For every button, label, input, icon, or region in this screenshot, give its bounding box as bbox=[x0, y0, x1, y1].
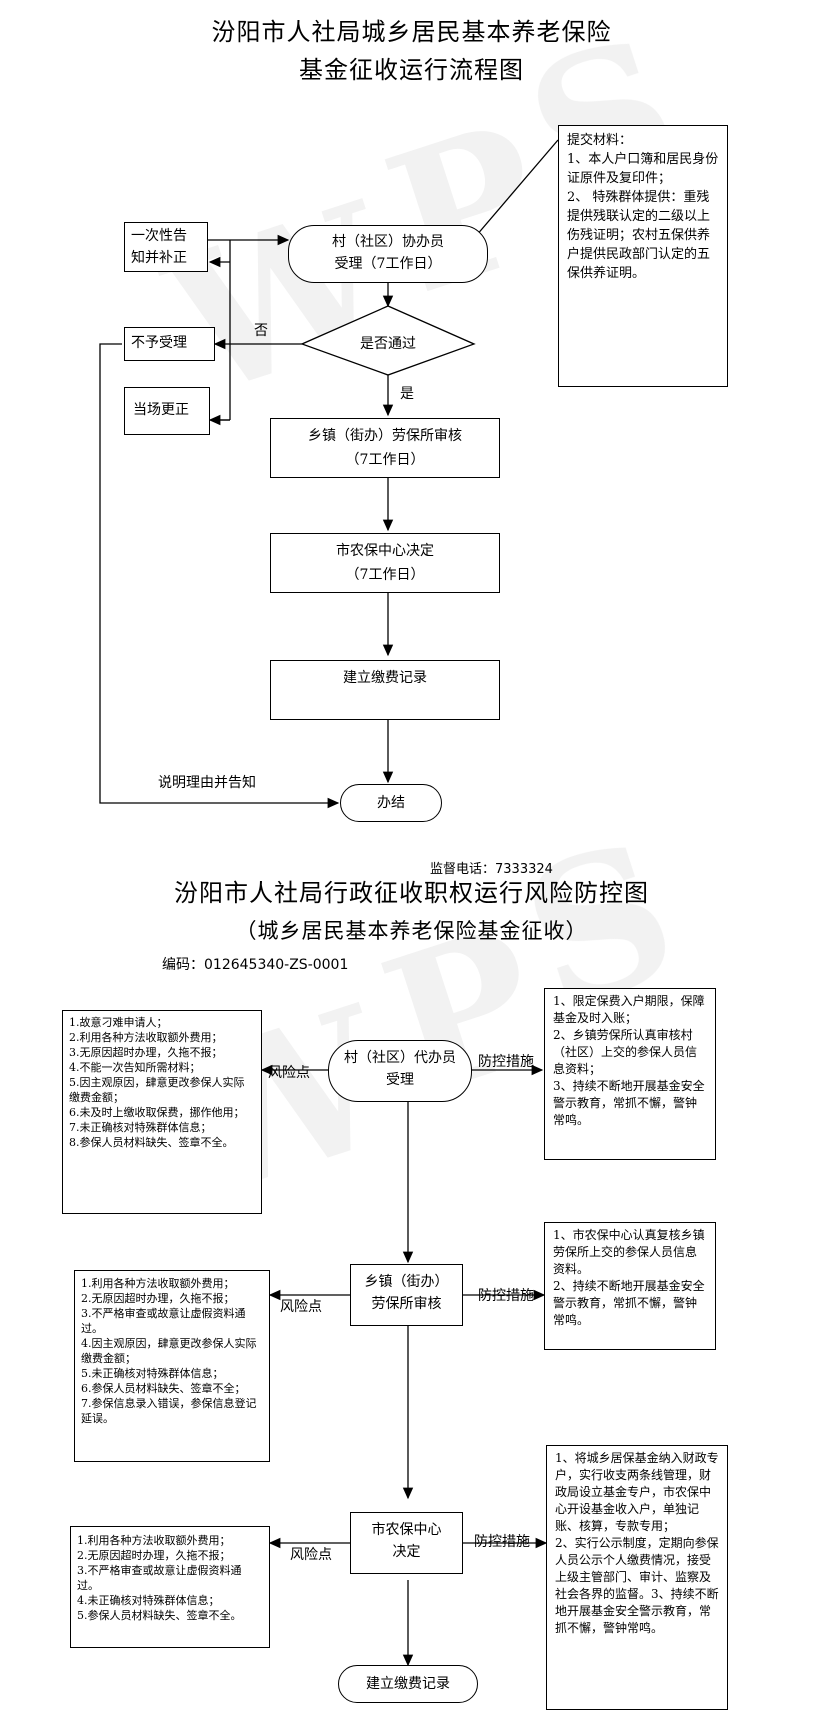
risk-label-2: 风险点 bbox=[280, 1299, 322, 1315]
risk-map-subtitle: （城乡居民基本养老保险基金征收） bbox=[235, 919, 588, 943]
risk-label-1: 风险点 bbox=[268, 1065, 310, 1081]
no-label: 否 bbox=[254, 323, 268, 339]
risk-list-3: 1.利用各种方法收取额外费用； 2.无原因超时办理，久拖不报； 3.不严格审查或… bbox=[70, 1526, 270, 1648]
control-list-2: 1、市农保中心认真复核乡镇劳保所上交的参保人员信息资料。 2、持续不断地开展基金… bbox=[544, 1222, 716, 1350]
onsite-correction-box: 当场更正 bbox=[124, 387, 210, 435]
control-label-3: 防控措施 bbox=[474, 1534, 530, 1550]
risk-map-title: 汾阳市人社局行政征收职权运行风险防控图 bbox=[174, 879, 649, 907]
city-center-risk-node: 市农保中心 决定 bbox=[350, 1512, 463, 1574]
explain-reason-label: 说明理由并告知 bbox=[158, 775, 256, 791]
township-review-risk-node: 乡镇（街办） 劳保所审核 bbox=[350, 1264, 463, 1326]
not-accepted-box: 不予受理 bbox=[124, 327, 215, 361]
city-decision-node: 市农保中心决定 （7工作日） bbox=[270, 533, 500, 593]
township-review-node: 乡镇（街办）劳保所审核 （7工作日） bbox=[270, 418, 500, 478]
payment-record-end-node: 建立缴费记录 bbox=[338, 1665, 478, 1703]
control-label-2: 防控措施 bbox=[478, 1288, 534, 1304]
village-accept-node: 村（社区）协办员 受理（7工作日） bbox=[288, 225, 488, 283]
risk-list-1: 1.故意刁难申请人； 2.利用各种方法收取额外费用； 3.无原因超时办理，久拖不… bbox=[62, 1010, 262, 1214]
decision-diamond bbox=[300, 305, 476, 376]
control-list-1: 1、限定保费入户期限，保障基金及时入账； 2、乡镇劳保所认真审核村（社区）上交的… bbox=[544, 988, 716, 1160]
flowchart-connectors bbox=[99, 139, 559, 809]
pass-question-label: 是否通过 bbox=[360, 336, 416, 352]
flowchart-title-line2: 基金征收运行流程图 bbox=[299, 56, 524, 84]
village-agent-node: 村（社区）代办员 受理 bbox=[328, 1040, 472, 1102]
risk-label-3: 风险点 bbox=[290, 1547, 332, 1563]
supervision-phone: 监督电话：7333324 bbox=[430, 862, 553, 877]
control-label-1: 防控措施 bbox=[478, 1054, 534, 1070]
payment-record-node: 建立缴费记录 bbox=[270, 660, 500, 720]
yes-label: 是 bbox=[400, 386, 414, 402]
risk-map-connectors bbox=[260, 1064, 548, 1667]
correction-notice-box: 一次性告 知并补正 bbox=[124, 222, 208, 272]
risk-list-2: 1.利用各种方法收取额外费用； 2.无原因超时办理，久拖不报； 3.不严格审查或… bbox=[74, 1270, 270, 1462]
control-list-3: 1、将城乡居保基金纳入财政专户，实行收支两条线管理，财政局设立基金专户，市农保中… bbox=[546, 1445, 728, 1710]
flowchart-title-line1: 汾阳市人社局城乡居民基本养老保险 bbox=[211, 18, 612, 46]
materials-box: 提交材料： 1、本人户口簿和居民身份证原件及复印件； 2、 特殊群体提供：重残提… bbox=[558, 125, 728, 387]
risk-map-code: 编码：012645340-ZS-0001 bbox=[162, 957, 349, 973]
finish-node: 办结 bbox=[340, 784, 442, 822]
